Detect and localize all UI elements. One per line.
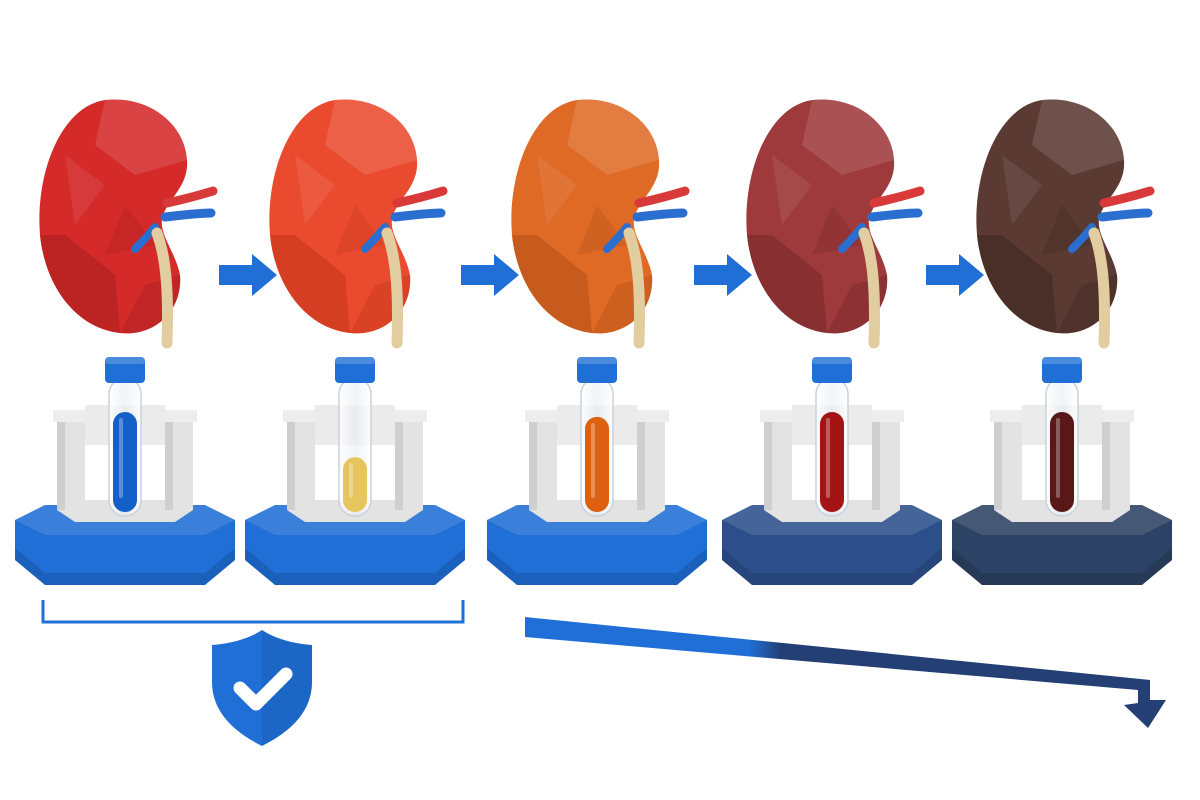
- rack-base: [487, 505, 707, 585]
- renal-vessels: [361, 186, 448, 349]
- tube-fluid: [113, 411, 137, 512]
- tube-cap: [335, 357, 375, 383]
- test-tube-rack: [245, 357, 465, 585]
- tube-cap: [812, 357, 852, 383]
- test-tube: [577, 357, 617, 517]
- stage-arrows: [219, 254, 984, 296]
- rack-base: [15, 505, 235, 585]
- tube-fluid: [1050, 411, 1074, 512]
- kidney-icon: [39, 99, 188, 334]
- test-tube-rack: [952, 357, 1172, 585]
- tube-fluid: [585, 416, 609, 512]
- rack-base: [245, 505, 465, 585]
- rack-base: [952, 505, 1172, 585]
- ureter: [1088, 227, 1111, 349]
- ureter: [381, 227, 404, 349]
- test-tube: [105, 357, 145, 517]
- ureter: [151, 227, 174, 349]
- test-tube: [335, 357, 375, 517]
- tube-fluid: [343, 457, 367, 512]
- stages-layer: [15, 99, 1172, 585]
- renal-vessels: [131, 186, 218, 349]
- test-tube-rack: [15, 357, 235, 585]
- check-icon: [233, 667, 293, 711]
- tube-fluid: [820, 411, 844, 512]
- stage-4: [722, 99, 942, 585]
- tube-cap: [105, 357, 145, 383]
- downward-trend-arrow: [525, 617, 1166, 728]
- test-tube-rack: [722, 357, 942, 585]
- test-tube: [812, 357, 852, 517]
- renal-vessels: [1068, 186, 1155, 349]
- ureter: [858, 227, 881, 349]
- kidney-icon: [511, 99, 660, 334]
- tube-cap: [577, 357, 617, 383]
- tube-cap: [1042, 357, 1082, 383]
- rack-base: [722, 505, 942, 585]
- stage-5: [952, 99, 1172, 585]
- stage-3: [487, 99, 707, 585]
- safe-range-bracket: [41, 600, 465, 624]
- right-arrow-icon: [694, 254, 752, 296]
- ureter: [623, 227, 646, 349]
- kidney-icon: [976, 99, 1125, 334]
- test-tube-rack: [487, 357, 707, 585]
- shield-check-icon: [212, 630, 312, 746]
- stage-2: [245, 99, 465, 585]
- right-arrow-icon: [926, 254, 984, 296]
- right-arrow-icon: [461, 254, 519, 296]
- stage-1: [15, 99, 235, 585]
- kidney-icon: [746, 99, 895, 334]
- renal-vessels: [603, 186, 690, 349]
- test-tube: [1042, 357, 1082, 517]
- renal-vessels: [838, 186, 925, 349]
- right-arrow-icon: [219, 254, 277, 296]
